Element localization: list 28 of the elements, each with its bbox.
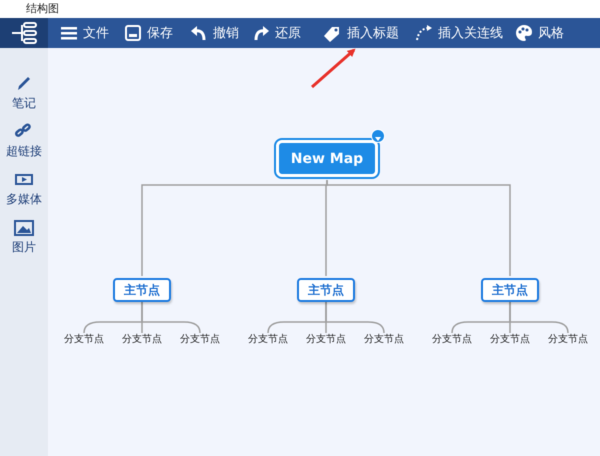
- root-topic-box: New Map: [276, 140, 378, 177]
- insert-connector-button: 插入关连线: [413, 20, 505, 46]
- image-button: 图片: [0, 218, 48, 256]
- media-button: 多媒体: [0, 170, 48, 208]
- subtopic-label: 分支节点: [538, 333, 598, 347]
- connector-line: [326, 180, 511, 276]
- window-title: 结构图: [26, 2, 59, 16]
- undo-button: 撤销: [188, 20, 241, 46]
- pointer-arrow: [311, 48, 356, 88]
- file-button: 文件: [58, 20, 111, 46]
- topic-box: 主节点: [481, 278, 539, 302]
- subtopic-label: 分支节点: [480, 333, 540, 347]
- redo-button: 还原: [250, 20, 303, 46]
- subtopic-label: 分支节点: [238, 333, 298, 347]
- hyperlink-button: 超链接: [0, 122, 48, 160]
- subtopic-label: 分支节点: [422, 333, 482, 347]
- topic-box: 主节点: [297, 278, 355, 302]
- subtopic-label: 分支节点: [54, 333, 114, 347]
- subtopic-label: 分支节点: [112, 333, 172, 347]
- connector-line: [325, 302, 385, 334]
- subtopic-label: 分支节点: [354, 333, 414, 347]
- subtopic-label: 分支节点: [296, 333, 356, 347]
- save-button: 保存: [122, 20, 175, 46]
- insert-topic-button: 插入标题: [320, 20, 401, 46]
- subtopic-label: 分支节点: [170, 333, 230, 347]
- topic-box: 主节点: [113, 278, 171, 302]
- style-button: 风格: [513, 20, 566, 46]
- note-button: 笔记: [0, 74, 48, 112]
